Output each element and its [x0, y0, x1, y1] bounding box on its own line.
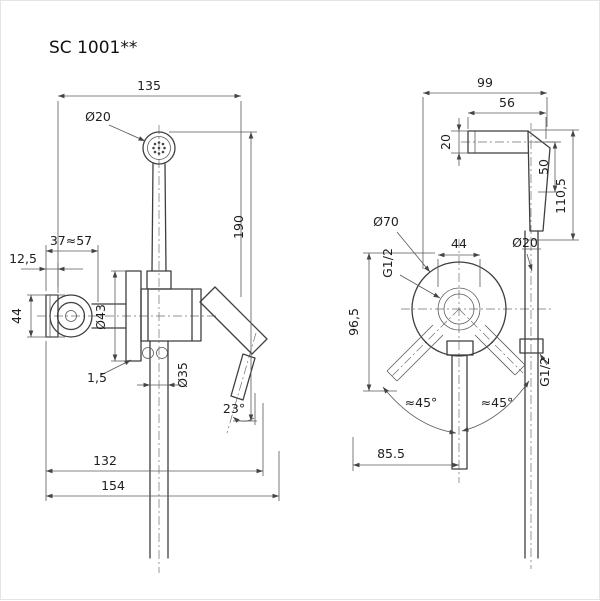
dim-hose-diameter-label: Ø20 [512, 235, 538, 250]
dim-44-side-label: 44 [451, 236, 467, 251]
dim-85-5-label: 85.5 [377, 446, 405, 461]
front-view-geometry [45, 131, 268, 559]
dim-swivel-left-label: ≈45° [405, 395, 438, 410]
front-view: SC 1001** 135 Ø20 190 37≈57 12,5 44 Ø43 … [9, 38, 280, 573]
dim-pipe-diameter-label: Ø35 [175, 362, 190, 388]
drawing-title: SC 1001** [49, 38, 137, 58]
dim-handle-diameter-label: 44 [9, 308, 24, 324]
spray-holes [152, 141, 166, 155]
dim-135-label: 135 [137, 78, 161, 93]
dim-56-label: 56 [499, 95, 515, 110]
dim-96-5-label: 96,5 [346, 308, 361, 336]
dim-thread-left-label: G1/2 [380, 248, 395, 278]
dim-110-5-label: 110,5 [553, 178, 568, 214]
drop-pipe [149, 340, 169, 559]
pipe-fitting [519, 338, 544, 354]
side-view-dimensions [352, 90, 579, 471]
dim-190-label: 190 [231, 215, 246, 239]
side-view: 99 56 20 50 110,5 Ø70 44 Ø20 G1/2 96,5 G… [346, 75, 579, 569]
dim-132-label: 132 [93, 453, 117, 468]
spout [199, 286, 268, 355]
mixer-handle [45, 294, 127, 338]
side-view-geometry [386, 130, 551, 559]
front-view-dimensions [21, 93, 280, 501]
hand-shower-head [142, 131, 176, 165]
outlet-tube [230, 353, 256, 401]
dim-20-label: 20 [438, 134, 453, 150]
dim-50-label: 50 [536, 159, 551, 175]
dim-plate-gap-label: 1,5 [87, 370, 107, 385]
dim-99-label: 99 [477, 75, 493, 90]
dim-plate-diameter-label: Ø43 [93, 304, 108, 330]
holder-pipe [524, 230, 539, 559]
outlet-tube-side [446, 340, 474, 470]
wall-flange-circle [411, 261, 507, 357]
side-view-centerlines [390, 123, 557, 569]
mixer-body [140, 288, 202, 342]
dim-depth-range-label: 37≈57 [50, 233, 92, 248]
dim-flange-depth-label: 12,5 [9, 251, 37, 266]
dim-154-label: 154 [101, 478, 125, 493]
dim-head-diameter-label: Ø20 [85, 109, 111, 124]
shower-wand [151, 163, 167, 272]
dim-flange-diameter-label: Ø70 [373, 214, 399, 229]
dim-spout-angle-label: 23° [223, 401, 245, 416]
front-view-centerlines [37, 125, 257, 573]
hand-shower-side [467, 130, 551, 232]
swivel-positions [386, 324, 526, 382]
dim-swivel-right-label: ≈45° [481, 395, 514, 410]
dim-thread-right-label: G1/2 [537, 357, 552, 387]
